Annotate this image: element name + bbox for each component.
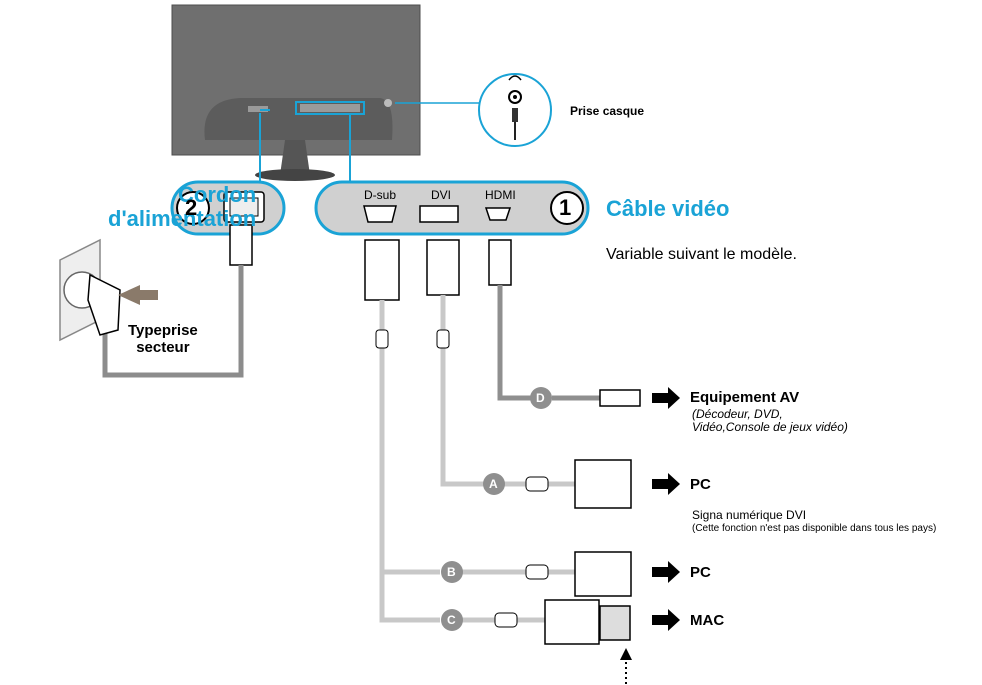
target-pc-dvi: PC [690, 476, 711, 493]
dvi-detail: Signa numérique DVI [692, 508, 807, 522]
arrow-icon [652, 609, 680, 631]
power-cord-title: Cordon d'alimentation [108, 182, 257, 231]
dvi-detail-note: (Cette fonction n'est pas disponible dan… [692, 523, 937, 534]
port-label-dvi: DVI [431, 188, 452, 202]
headphone-jack [478, 73, 552, 147]
cable-letter-d-text: D [536, 391, 545, 405]
cable-letter-b [441, 561, 463, 583]
video-port-box [314, 180, 590, 236]
arrow-icon [652, 473, 680, 495]
target-av: Equipement AV [690, 389, 800, 406]
video-cable-note: Variable suivant le modèle. [606, 246, 797, 263]
target-pc-dsub: PC [690, 564, 711, 581]
power-port-box [170, 180, 286, 236]
plug-type-label: Typeprise secteur [128, 322, 198, 356]
video-number: 1 [559, 195, 572, 220]
cable-letter-a-text: A [489, 477, 498, 491]
port-label-hdmi: HDMI [485, 188, 516, 202]
video-cable-title: Câble vidéo [606, 196, 730, 221]
arrow-icon [652, 561, 680, 583]
cable-letter-b-text: B [447, 565, 456, 579]
cable-letter-a [483, 473, 505, 495]
cable-letter-c-text: C [447, 613, 456, 627]
headphone-label: Prise casque [570, 104, 645, 118]
monitor-back [171, 4, 421, 181]
cable-letter-c [441, 609, 463, 631]
power-number: 2 [185, 195, 198, 220]
wall-outlet [59, 238, 158, 342]
cable-letter-d [530, 387, 552, 409]
port-label-dsub: D-sub [364, 188, 397, 202]
target-av-detail: (Décodeur, DVD, Vidéo,Console de jeux vi… [692, 407, 848, 434]
target-mac: MAC [690, 612, 725, 629]
arrow-icon [652, 387, 680, 409]
